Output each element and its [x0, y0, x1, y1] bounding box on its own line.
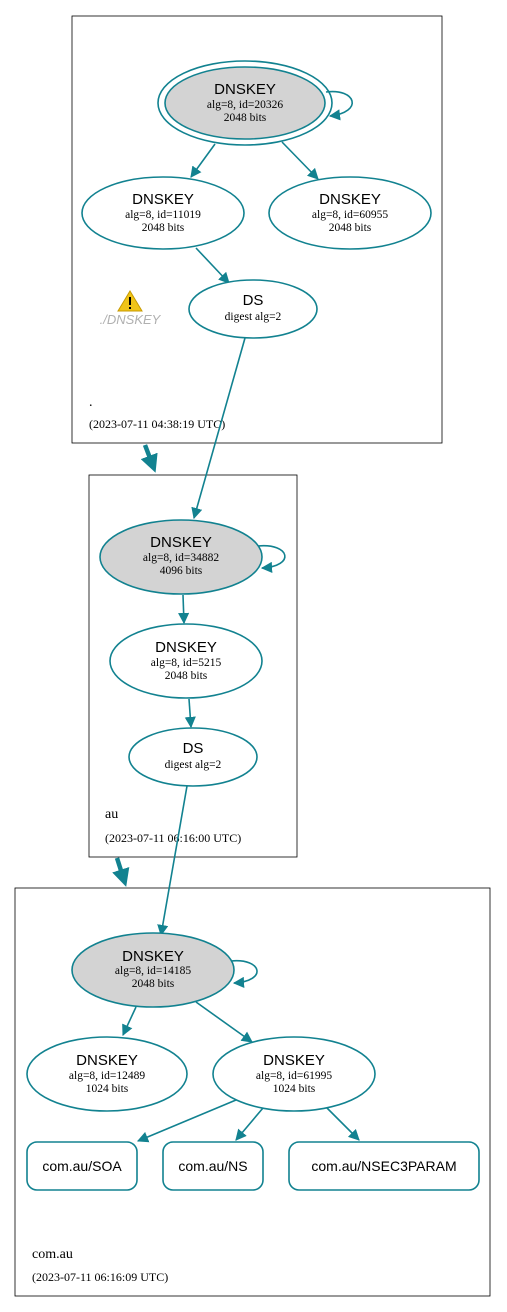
node-root-ksk-alg: alg=8, id=20326 — [207, 99, 283, 111]
node-root-zsk2-title: DNSKEY — [319, 191, 381, 208]
node-comau-ksk-shape — [71, 932, 235, 1008]
edge-au-ksk-zsk — [178, 594, 190, 625]
node-comau-zsk2-bits: 1024 bits — [273, 1083, 316, 1095]
edges — [112, 90, 360, 1143]
node-comau-ds-digest: digest alg=2 — [165, 759, 222, 771]
edge-root-ksk-zsk2 — [281, 141, 319, 180]
zone-com-au-name: com.au — [32, 1247, 73, 1262]
zone-au-name: au — [105, 807, 118, 822]
node-au-ksk-alg: alg=8, id=34882 — [143, 552, 219, 564]
edge-comau-zsk2-ns — [235, 1107, 264, 1141]
node-comau-ksk-alg: alg=8, id=14185 — [115, 965, 191, 977]
node-au-ds-title: DS — [243, 292, 264, 309]
node-comau-zsk2-alg: alg=8, id=61995 — [256, 1070, 332, 1082]
rrset-ns-box — [162, 1141, 264, 1191]
edge-root-ksk-zsk1 — [190, 143, 216, 178]
zone-au: au (2023-07-11 06:16:00 UTC) — [88, 474, 298, 858]
zone-root: . (2023-07-11 04:38:19 UTC) — [71, 15, 443, 444]
node-comau-ds-shape — [128, 727, 258, 787]
node-comau-zsk1-shape — [26, 1036, 188, 1112]
node-root-ksk-shape — [164, 66, 326, 140]
rrset-soa[interactable]: com.au/SOA — [26, 1141, 138, 1191]
node-comau-ds[interactable]: DS digest alg=2 — [128, 727, 258, 787]
node-comau-ksk-bits: 2048 bits — [132, 978, 175, 990]
warning-label: ./DNSKEY — [100, 312, 162, 327]
node-root-zsk1[interactable]: DNSKEY alg=8, id=11019 2048 bits — [81, 176, 245, 250]
edge-ds-au-ksk — [191, 337, 246, 520]
edge-comau-zsk2-nsec3param — [326, 1107, 360, 1141]
rrset-nsec3param-box — [288, 1141, 480, 1191]
edge-au-zsk-ds — [184, 698, 196, 729]
node-root-ksk[interactable]: DNSKEY alg=8, id=20326 2048 bits — [157, 60, 333, 146]
edge-comau-ksk-self — [230, 960, 258, 988]
warning[interactable]: ./DNSKEY — [100, 290, 162, 327]
node-comau-ksk-title: DNSKEY — [122, 948, 184, 965]
node-root-zsk2-alg: alg=8, id=60955 — [312, 209, 388, 221]
edge-comau-zsk2-soa — [136, 1099, 237, 1143]
node-comau-zsk2-shape — [212, 1036, 376, 1112]
rrset-soa-label: com.au/SOA — [42, 1158, 122, 1174]
node-root-zsk1-bits: 2048 bits — [142, 222, 185, 234]
zone-com-au: com.au (2023-07-11 06:16:09 UTC) — [14, 887, 491, 1297]
node-comau-zsk1[interactable]: DNSKEY alg=8, id=12489 1024 bits — [26, 1036, 188, 1112]
edge-comau-ksk-zsk2 — [195, 1001, 253, 1043]
rrset-soa-box — [26, 1141, 138, 1191]
node-root-zsk1-shape — [81, 176, 245, 250]
node-root-ksk-outer — [157, 60, 333, 146]
node-comau-zsk1-bits: 1024 bits — [86, 1083, 129, 1095]
warning-triangle-icon — [117, 290, 143, 312]
node-au-zsk-shape — [109, 623, 263, 699]
node-au-zsk-alg: alg=8, id=5215 — [151, 657, 222, 669]
node-au-ksk-bits: 4096 bits — [160, 565, 203, 577]
zone-com-au-box — [14, 887, 491, 1297]
node-au-ds[interactable]: DS digest alg=2 — [188, 279, 318, 339]
node-au-ds-shape — [188, 279, 318, 339]
zone-au-box — [88, 474, 298, 858]
node-comau-zsk1-title: DNSKEY — [76, 1052, 138, 1069]
edge-delegation-au-comau — [112, 857, 130, 887]
node-au-ksk-shape — [99, 519, 263, 595]
node-root-zsk1-title: DNSKEY — [132, 191, 194, 208]
node-comau-ksk[interactable]: DNSKEY alg=8, id=14185 2048 bits — [71, 932, 235, 1008]
node-root-ksk-title: DNSKEY — [214, 81, 276, 98]
rrset-ns[interactable]: com.au/NS — [162, 1141, 264, 1191]
node-au-zsk-bits: 2048 bits — [165, 670, 208, 682]
node-au-ds-digest: digest alg=2 — [225, 311, 282, 323]
node-au-ksk[interactable]: DNSKEY alg=8, id=34882 4096 bits — [99, 519, 263, 595]
node-root-zsk2[interactable]: DNSKEY alg=8, id=60955 2048 bits — [268, 176, 432, 250]
node-root-ksk-bits: 2048 bits — [224, 112, 267, 124]
edge-comau-ksk-zsk1 — [122, 1006, 137, 1037]
node-root-zsk2-shape — [268, 176, 432, 250]
edge-ds-comau-ksk — [157, 785, 188, 937]
node-comau-zsk2-title: DNSKEY — [263, 1052, 325, 1069]
rrset-ns-label: com.au/NS — [178, 1158, 247, 1174]
rrset-nsec3param[interactable]: com.au/NSEC3PARAM — [288, 1141, 480, 1191]
node-comau-zsk2[interactable]: DNSKEY alg=8, id=61995 1024 bits — [212, 1036, 376, 1112]
node-au-ksk-title: DNSKEY — [150, 534, 212, 551]
zone-com-au-timestamp: (2023-07-11 06:16:09 UTC) — [32, 1270, 168, 1284]
node-root-zsk2-bits: 2048 bits — [329, 222, 372, 234]
node-root-zsk1-alg: alg=8, id=11019 — [125, 209, 201, 221]
edge-au-ksk-self — [257, 545, 286, 573]
zone-root-box — [71, 15, 443, 444]
node-au-zsk-title: DNSKEY — [155, 639, 217, 656]
edge-delegation-root-au — [140, 444, 158, 473]
edge-root-ksk-self — [325, 90, 353, 121]
zone-root-timestamp: (2023-07-11 04:38:19 UTC) — [89, 417, 225, 431]
rrset-nsec3param-label: com.au/NSEC3PARAM — [311, 1158, 456, 1174]
node-comau-ds-title: DS — [183, 740, 204, 757]
edge-root-zsk1-ds — [195, 247, 230, 284]
zone-au-timestamp: (2023-07-11 06:16:00 UTC) — [105, 831, 241, 845]
zone-root-name: . — [89, 395, 93, 410]
node-comau-zsk1-alg: alg=8, id=12489 — [69, 1070, 145, 1082]
node-au-zsk[interactable]: DNSKEY alg=8, id=5215 2048 bits — [109, 623, 263, 699]
